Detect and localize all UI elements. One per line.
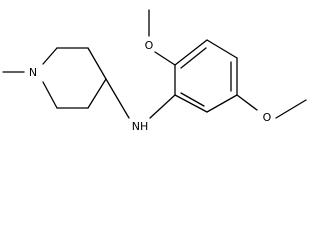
benzene-ring (174, 39, 238, 113)
bond-a5-a6 (206, 94, 238, 113)
amine-nh-label: NH (132, 120, 149, 133)
oxygen-top-label: O (145, 39, 154, 52)
bond-a3-a4 (206, 39, 238, 59)
ring-nitrogen-label: N (29, 66, 37, 79)
bond-a2-otop (154, 51, 176, 66)
bond-c4-c5 (87, 78, 107, 109)
aromatic-inner-bond-3 (180, 92, 205, 107)
oxygen-right-label: O (263, 111, 272, 124)
aromatic-inner-bond-1 (180, 47, 207, 69)
bond-c6-n (42, 81, 58, 109)
chemical-structure: N NH O O (2, 9, 307, 133)
bond-oright-methyl (275, 99, 307, 119)
bond-c4-nh (105, 78, 130, 119)
bond-a2-a3 (174, 39, 208, 66)
bond-n-c2 (42, 47, 58, 65)
bond-nh-aryl (149, 94, 176, 119)
bond-a6-a1 (174, 94, 208, 113)
bond-a5-oright (236, 94, 258, 111)
bond-c3-c4 (87, 47, 107, 80)
piperidine-ring (2, 47, 107, 109)
